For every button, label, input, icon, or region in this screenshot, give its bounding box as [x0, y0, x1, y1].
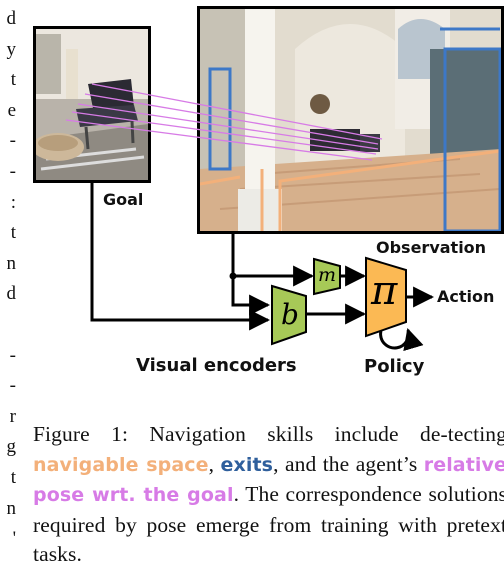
- policy-symbol: π: [371, 268, 398, 314]
- figure-caption: Figure 1: Navigation skills include de-t…: [33, 420, 504, 570]
- margin-fragment: t: [10, 69, 16, 91]
- junction-dot: [229, 272, 237, 280]
- pose-correspondence-lines: [65, 83, 383, 161]
- margin-fragment: -: [9, 375, 16, 397]
- margin-fragment: t: [10, 222, 16, 244]
- caption-exits: exits: [220, 453, 274, 476]
- margin-fragment: g: [6, 436, 17, 458]
- caption-text-3: , and the agent’s: [273, 451, 424, 476]
- caption-navigable-space: navigable space: [33, 453, 209, 476]
- margin-fragment: n: [6, 497, 17, 519]
- margin-fragment: :: [10, 191, 16, 213]
- observation-scene: [200, 9, 501, 231]
- observation-image: [197, 6, 504, 234]
- margin-fragment: -: [9, 130, 16, 152]
- encoder-b-shape: [271, 284, 307, 346]
- margin-fragment: -: [9, 161, 16, 182]
- observation-label: Observation: [376, 238, 487, 257]
- action-label: Action: [437, 287, 495, 306]
- diagram-overlay: [65, 83, 435, 352]
- caption-relative-pose: relative pose wrt. the goal: [33, 453, 504, 507]
- encoder-m-symbol: m: [318, 264, 337, 286]
- policy-shape: [365, 256, 407, 338]
- margin-fragment: e: [7, 99, 16, 121]
- margin-fragment: y: [6, 38, 17, 60]
- encoder-b-symbol: b: [281, 298, 299, 331]
- margin-fragment: d: [6, 283, 17, 305]
- caption-text-2: ,: [208, 451, 221, 476]
- goal-scene: [36, 29, 148, 180]
- policy-label: Policy: [364, 356, 425, 377]
- margin-fragment: ': [12, 528, 16, 550]
- margin-fragment: r: [9, 405, 16, 427]
- margin-fragment: d: [6, 8, 17, 29]
- margin-fragment: -: [9, 344, 16, 366]
- goal-image: [33, 26, 151, 183]
- caption-prefix: Figure 1:: [33, 422, 129, 446]
- margin-fragment: n: [6, 252, 17, 274]
- encoder-m-shape: [313, 257, 341, 296]
- connection-wires: [90, 183, 435, 331]
- goal-label: Goal: [103, 190, 144, 209]
- visual-encoders-label: Visual encoders: [136, 355, 297, 376]
- caption-text-4: . The correspondence solutions required …: [33, 482, 504, 566]
- margin-fragment: t: [10, 467, 16, 488]
- caption-text-1: Navigation skills include de-tecting: [128, 422, 504, 446]
